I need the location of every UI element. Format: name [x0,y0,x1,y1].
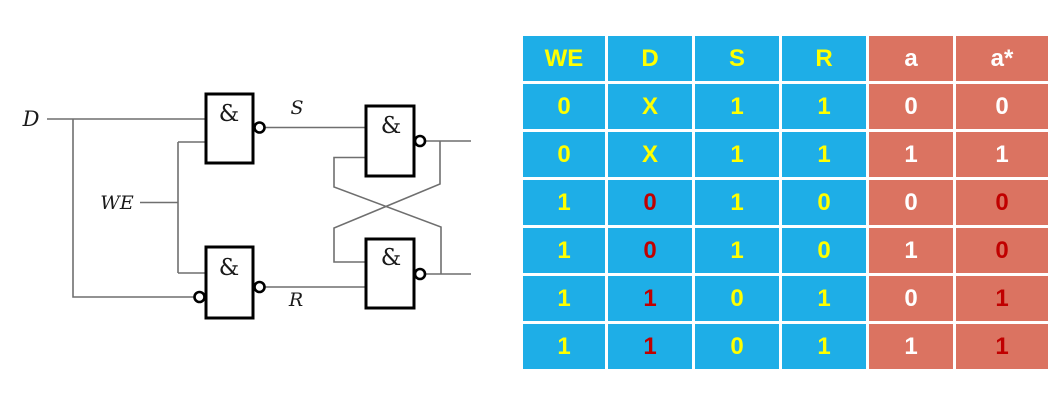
wire-feedback-bottom-to-top [333,156,442,274]
label-we: WE [100,192,134,214]
truth-table-cell: 0 [956,180,1048,225]
wire-feedback-top-to-bottom [333,141,441,263]
truth-table-cell: 1 [608,276,692,321]
bubble-gate2-output [253,280,266,294]
truth-table-cell: 1 [523,228,605,273]
truth-table-cell: 0 [869,180,953,225]
truth-table-cell: 0 [782,180,866,225]
inversion-bubbles [193,121,427,304]
truth-table-header-cell: D [608,36,692,81]
truth-table-cell: 1 [869,132,953,177]
truth-table-cell: 1 [956,132,1048,177]
truth-table-cell: 0 [695,324,779,369]
truth-table-cell: X [608,84,692,129]
gate3-and-symbol: & [381,113,401,139]
truth-table-cell: 0 [523,132,605,177]
nand-gate-bottom-right [364,237,416,310]
truth-table-cell: 1 [956,324,1048,369]
truth-table-cell: 0 [523,84,605,129]
truth-table-header-cell: a [869,36,953,81]
nand-gate-bottom-left [204,245,255,320]
gate2-and-symbol: & [219,255,239,281]
truth-table-header-cell: R [782,36,866,81]
truth-table-cell: 1 [695,180,779,225]
truth-table-cell: 1 [782,276,866,321]
truth-table-cell: 1 [608,324,692,369]
truth-table-header-cell: WE [523,36,605,81]
truth-table-cell: 0 [608,180,692,225]
truth-table-cell: 1 [869,324,953,369]
bubble-gate1-output [253,121,266,134]
gate-symbols: & & & & [219,101,401,281]
label-d: D [22,107,40,131]
truth-table-cell: 1 [782,324,866,369]
truth-table-cell: X [608,132,692,177]
gates [204,92,416,320]
gate4-and-symbol: & [381,245,401,271]
truth-table-cell: 1 [523,324,605,369]
bubble-gate2-input [193,290,206,304]
signal-labels: D WE S R [22,97,304,311]
truth-table-cell: 1 [695,132,779,177]
truth-table-cell: 0 [782,228,866,273]
truth-table-cell: 0 [869,276,953,321]
truth-table-cell: 1 [956,276,1048,321]
truth-table-cell: 1 [695,228,779,273]
bubble-gate4-output [413,267,427,281]
truth-table-cell: 0 [695,276,779,321]
truth-table-cell: 0 [956,228,1048,273]
gate1-and-symbol: & [219,101,239,127]
truth-table-cell: 1 [523,276,605,321]
nand-gate-top-left [204,92,255,165]
d-latch-circuit-diagram: & & & & D WE S R [22,92,471,320]
truth-table-header-cell: S [695,36,779,81]
truth-table-cell: 1 [695,84,779,129]
truth-table-cell: 1 [782,84,866,129]
label-r: R [288,289,303,311]
truth-table-cell: 0 [956,84,1048,129]
truth-table-cell: 0 [608,228,692,273]
wire-d-branch [72,119,194,298]
label-s: S [290,97,303,119]
truth-table-cell: 1 [782,132,866,177]
truth-table-cell: 1 [869,228,953,273]
bubble-gate3-output [413,134,427,148]
wires [47,118,471,298]
truth-table-header-cell: a* [956,36,1048,81]
truth-table-cell: 1 [523,180,605,225]
truth-table-cell: 0 [869,84,953,129]
